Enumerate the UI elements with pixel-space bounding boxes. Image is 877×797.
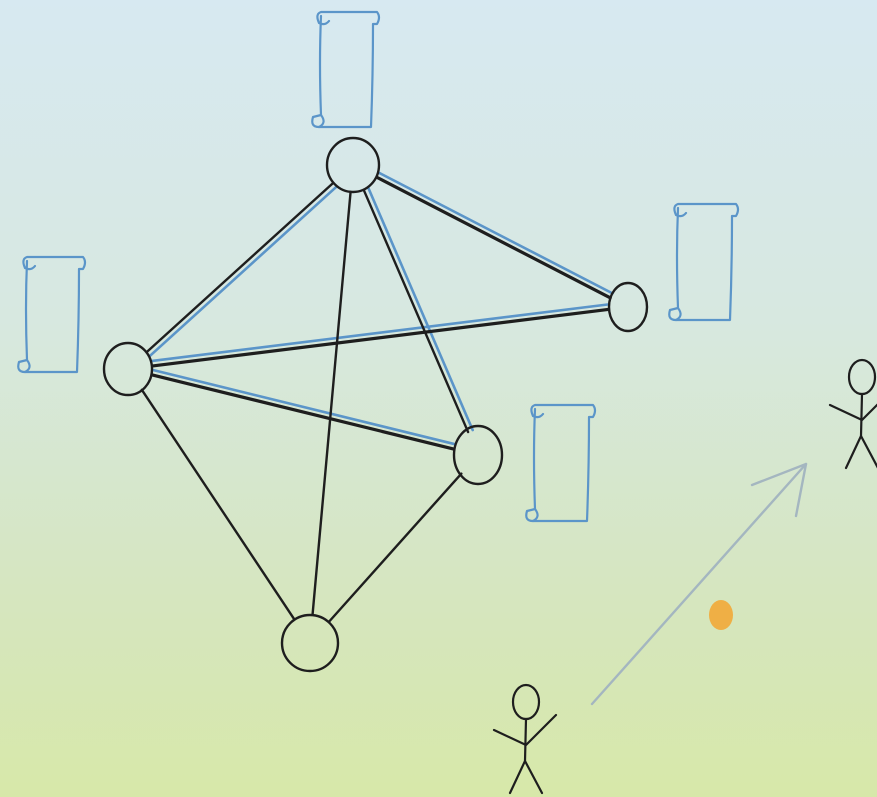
black-link-top-left: [147, 183, 333, 352]
black-link-left-right: [153, 309, 608, 365]
network-node-top: [327, 138, 379, 192]
ledger-scroll-right-icon: [669, 204, 738, 320]
blue-link-top-middle: [368, 188, 472, 430]
transfer-arrow-icon: [592, 464, 806, 704]
ledger-scroll-top-icon: [312, 12, 379, 127]
black-link-left-bottom: [142, 390, 294, 619]
network-node-left: [104, 343, 152, 395]
black-link-top-bottom: [313, 192, 351, 614]
black-links: [142, 177, 610, 621]
black-link-top-middle: [364, 190, 468, 432]
network-node-middle: [454, 426, 502, 484]
coin-dot-icon: [709, 600, 733, 630]
blue-link-left-right: [152, 304, 607, 360]
transfer: [592, 464, 806, 704]
blue-link-top-left: [150, 187, 336, 356]
black-link-middle-bottom: [329, 474, 461, 622]
ledger-scroll-middle-icon: [526, 405, 595, 521]
black-link-top-right: [377, 177, 610, 297]
network-node-bottom: [282, 615, 338, 671]
network-node-right: [609, 283, 647, 331]
blue-link-top-right: [379, 173, 612, 293]
person-bottom-icon: [494, 685, 556, 793]
people: [494, 360, 877, 793]
blue-links: [150, 173, 613, 444]
blue-link-left-middle: [153, 370, 454, 444]
ledger-scroll-left-icon: [18, 257, 85, 372]
black-link-left-middle: [152, 375, 453, 449]
person-right-icon: [830, 360, 877, 468]
ledger-scrolls: [18, 12, 738, 521]
